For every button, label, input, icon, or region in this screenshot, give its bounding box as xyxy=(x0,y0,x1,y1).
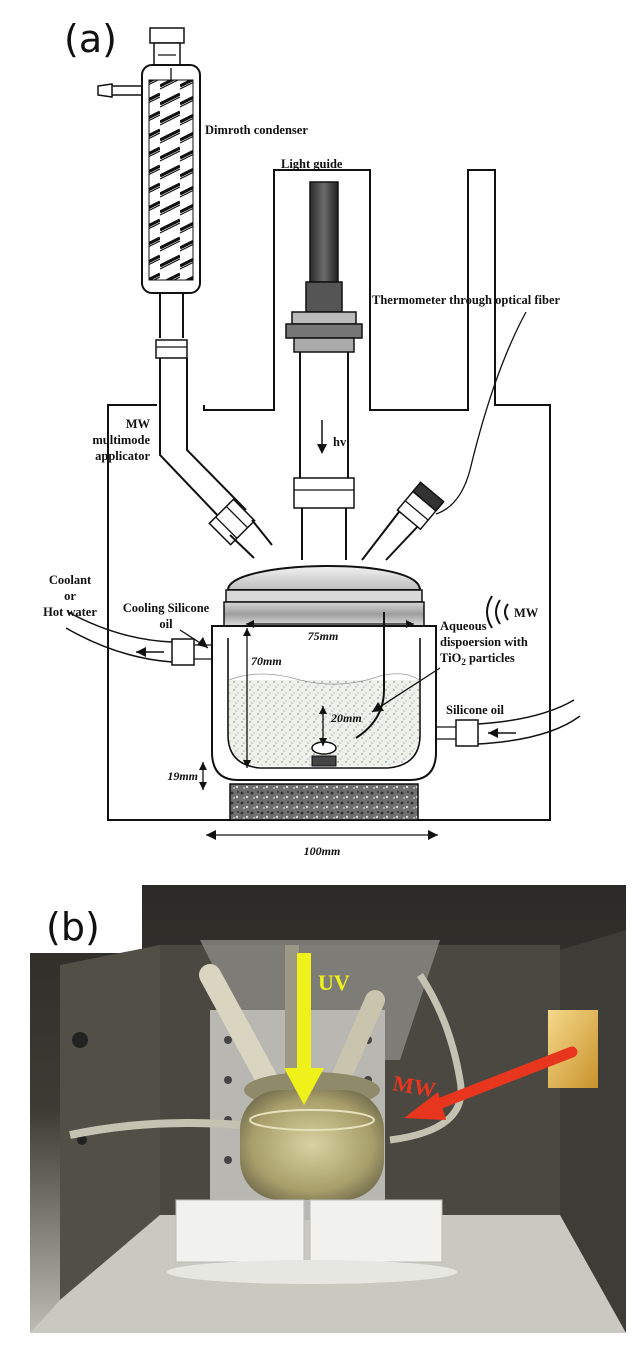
central-neck xyxy=(299,352,349,480)
cooling-oil-label-1: Cooling Silicone xyxy=(123,601,210,615)
base-block-left xyxy=(175,1199,305,1263)
aqueous-label-1: Aqueous xyxy=(440,619,487,633)
silicone-oil-label: Silicone oil xyxy=(446,703,505,717)
light-guide xyxy=(285,181,363,353)
oven-port-icon xyxy=(72,1032,88,1048)
cooling-oil-label-2: oil xyxy=(159,617,173,631)
reactor-jar-photo xyxy=(240,1090,384,1200)
vessel-inner-wall xyxy=(227,638,421,769)
mw-wave-icon xyxy=(486,595,509,629)
dim-75: 75mm xyxy=(308,629,339,643)
oven-left-wall xyxy=(60,945,160,1300)
aqueous-label-2: dispoersion with xyxy=(440,635,528,649)
panel-b: (b) xyxy=(30,885,626,1333)
left-arm-joint xyxy=(208,498,256,546)
turntable xyxy=(167,1260,457,1284)
panel-b-label: (b) xyxy=(46,905,100,949)
dim-20: 20mm xyxy=(330,711,362,725)
mw-arrow xyxy=(404,1046,578,1120)
uv-arrow xyxy=(284,953,324,1105)
base-block xyxy=(229,783,419,821)
reactor-lid xyxy=(226,564,422,591)
thermometer-label: Thermometer through optical fiber xyxy=(372,293,561,307)
panel-b-label-card xyxy=(30,885,142,953)
dim-70: 70mm xyxy=(251,654,282,668)
uv-label: UV xyxy=(318,970,350,995)
condenser-label: Dimroth condenser xyxy=(205,123,308,137)
optical-fiber xyxy=(435,311,527,515)
mw-wave-label: MW xyxy=(514,606,539,620)
tube-right xyxy=(389,973,465,1144)
base-block-right xyxy=(309,1199,443,1263)
glass-arm-left xyxy=(199,964,281,1096)
tube-left xyxy=(69,1118,241,1139)
coolant-label-1: Coolant xyxy=(49,573,92,587)
silicone-oil-inlet xyxy=(436,699,581,747)
aqueous-dispersion xyxy=(229,680,419,766)
dimroth-condenser xyxy=(97,27,201,359)
aqueous-label-3: TiO2 particles xyxy=(440,651,515,667)
panel-a: (a) Dimroth condenser Light guide xyxy=(43,17,581,858)
dim-19: 19mm xyxy=(167,769,198,783)
right-arm-joint xyxy=(396,481,445,531)
glass-arm-right xyxy=(330,990,385,1090)
thermo-probe xyxy=(355,612,385,739)
dim-100: 100mm xyxy=(304,844,341,858)
panel-a-label: (a) xyxy=(64,17,117,61)
left-side-arm xyxy=(159,358,247,521)
light-guide-label: Light guide xyxy=(281,157,343,171)
coolant-label-3: Hot water xyxy=(43,605,97,619)
coolant-outlet xyxy=(65,611,212,666)
mw-applicator-label-2: multimode xyxy=(92,433,150,447)
right-side-arm xyxy=(361,507,421,561)
mw-applicator-label-1: MW xyxy=(126,417,151,431)
hv-label: hv xyxy=(333,435,347,449)
coolant-label-2: or xyxy=(64,589,76,603)
mw-applicator-label-3: applicator xyxy=(95,449,150,463)
stirrer xyxy=(311,741,337,767)
